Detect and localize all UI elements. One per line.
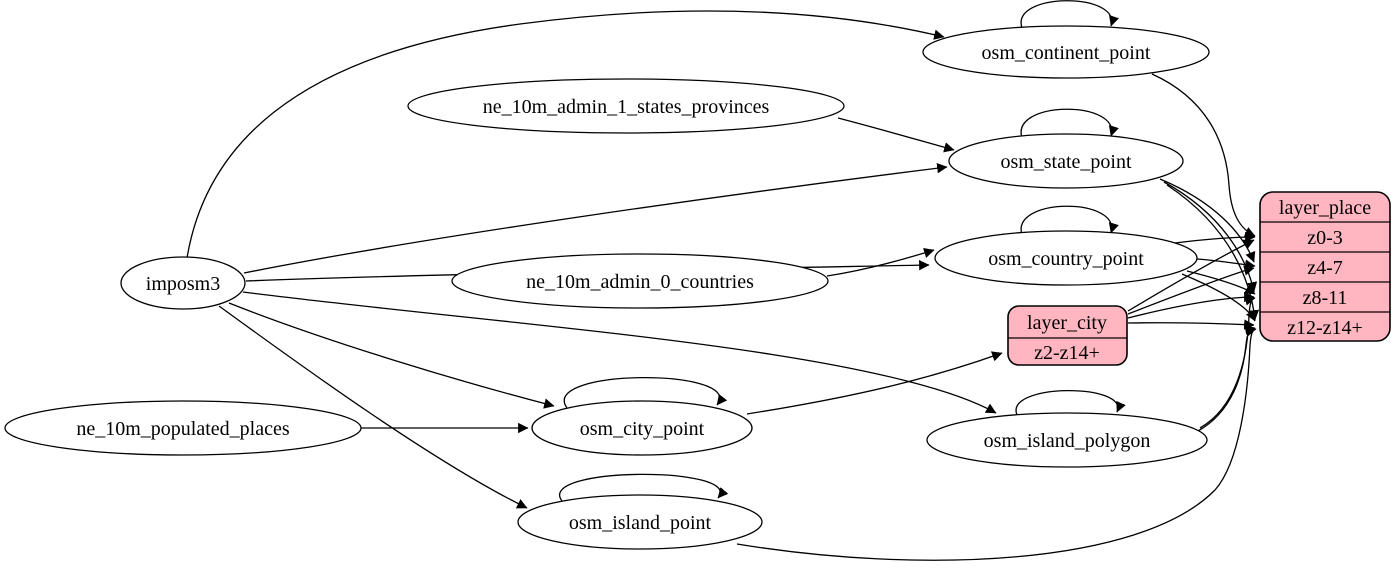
selfloop-osm_state_point bbox=[1020, 108, 1119, 139]
edge-layer_city-layer_place-z4-7 bbox=[1127, 265, 1255, 315]
edge-layer_city-layer_place-z0-3 bbox=[1127, 239, 1255, 312]
record-row-layer_place-z8-11: z8-11 bbox=[1303, 287, 1348, 309]
edge-osm_continent_point-layer_place-z0-3 bbox=[1151, 73, 1256, 237]
edge-imposm3-osm_continent_point bbox=[186, 10, 945, 259]
selfloop-osm_island_polygon bbox=[1015, 389, 1126, 416]
node-ne_10m_admin_0_countries: ne_10m_admin_0_countries bbox=[451, 253, 829, 309]
edge-ne_10m_admin_0_countries-osm_country_point bbox=[826, 247, 935, 277]
node-label-ne_10m_admin_0_countries: ne_10m_admin_0_countries bbox=[526, 271, 754, 293]
edge-osm_country_point-layer_place-z4-7 bbox=[1196, 258, 1256, 270]
node-osm_city_point: osm_city_point bbox=[531, 400, 753, 456]
edge-imposm3-osm_city_point bbox=[228, 302, 555, 409]
edge-layer_city-layer_place-z12-z14 bbox=[1127, 319, 1255, 330]
node-label-osm_island_point: osm_island_point bbox=[569, 512, 712, 534]
edge-osm_country_point-layer_place-z8-11 bbox=[1186, 270, 1256, 295]
record-row-layer_place-z0-3: z0-3 bbox=[1307, 227, 1343, 249]
node-osm_state_point: osm_state_point bbox=[948, 133, 1184, 189]
record-row-layer_city-z2-z14: z2-z14+ bbox=[1034, 342, 1100, 364]
edge-imposm3-osm_island_polygon bbox=[242, 291, 997, 414]
node-label-osm_continent_point: osm_continent_point bbox=[982, 42, 1151, 64]
node-label-osm_state_point: osm_state_point bbox=[1000, 151, 1132, 173]
edge-ne_10m_admin_1_states_provinces-osm_state_point bbox=[837, 117, 955, 153]
edge-osm_state_point-layer_place-z8-11 bbox=[1163, 181, 1258, 293]
edge-osm_island_polygon-layer_place-z8-11 bbox=[1199, 295, 1256, 429]
node-label-imposm3: imposm3 bbox=[146, 273, 220, 295]
node-osm_island_polygon: osm_island_polygon bbox=[926, 412, 1208, 468]
node-osm_continent_point: osm_continent_point bbox=[922, 25, 1210, 79]
node-imposm3: imposm3 bbox=[120, 256, 246, 310]
selfloop-osm_continent_point bbox=[1020, 0, 1119, 29]
edge-osm_country_point-layer_place-z12-z14 bbox=[1181, 273, 1256, 322]
record-title-layer_place: layer_place bbox=[1279, 197, 1371, 219]
record-row-layer_place-z4-7: z4-7 bbox=[1307, 257, 1343, 279]
record-row-layer_place-z12-z14: z12-z14+ bbox=[1287, 317, 1363, 339]
edge-osm_country_point-layer_place-z0-3 bbox=[1174, 231, 1256, 244]
edge-osm_state_point-layer_place-z12-z14 bbox=[1166, 184, 1260, 321]
node-osm_island_point: osm_island_point bbox=[517, 494, 763, 550]
node-label-ne_10m_admin_1_states_provinces: ne_10m_admin_1_states_provinces bbox=[483, 96, 770, 118]
node-label-osm_country_point: osm_country_point bbox=[988, 248, 1144, 270]
edge-osm_city_point-layer_city-z2-z14 bbox=[746, 351, 1003, 415]
edge-imposm3-osm_island_point bbox=[218, 305, 528, 509]
edge-osm_state_point-layer_place-z4-7 bbox=[1159, 178, 1256, 263]
record-layer_city: layer_city z2-z14+ bbox=[1007, 305, 1128, 366]
record-title-layer_city: layer_city bbox=[1027, 312, 1107, 334]
edge-imposm3-osm_state_point bbox=[243, 163, 948, 274]
node-label-osm_island_polygon: osm_island_polygon bbox=[984, 430, 1151, 452]
selfloop-osm_island_point bbox=[558, 473, 729, 502]
node-osm_country_point: osm_country_point bbox=[934, 230, 1198, 286]
node-label-ne_10m_populated_places: ne_10m_populated_places bbox=[76, 418, 289, 440]
edge-osm_island_point-layer_place-z12-z14 bbox=[736, 326, 1257, 561]
selfloop-osm_country_point bbox=[1020, 205, 1119, 236]
node-label-osm_city_point: osm_city_point bbox=[580, 418, 705, 440]
edge-osm_island_polygon-layer_place-z12-z14 bbox=[1197, 324, 1256, 432]
selfloop-osm_city_point bbox=[563, 376, 728, 409]
node-ne_10m_populated_places: ne_10m_populated_places bbox=[4, 400, 362, 456]
record-layer_place: layer_place z0-3 z4-7 z8-11 z12-z14+ bbox=[1259, 191, 1391, 342]
node-ne_10m_admin_1_states_provinces: ne_10m_admin_1_states_provinces bbox=[407, 78, 845, 134]
